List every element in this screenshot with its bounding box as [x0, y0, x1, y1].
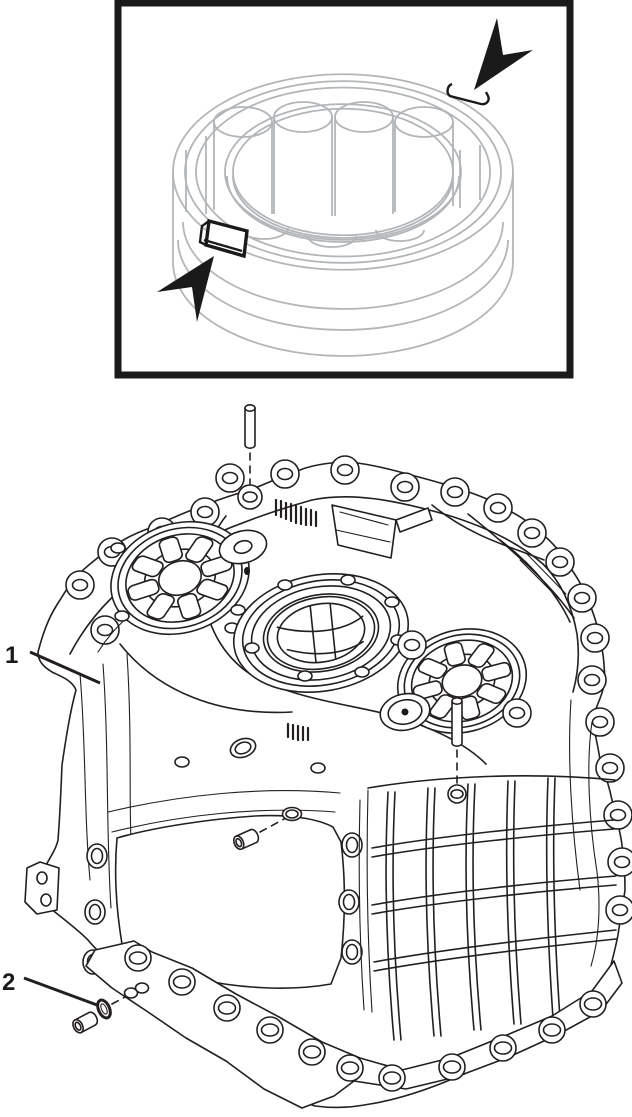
- oval-port: [229, 737, 257, 759]
- bearing-rollers: [185, 101, 481, 248]
- sealing-washer: [96, 998, 112, 1020]
- roller-bearing-illustration: [172, 74, 514, 357]
- bearing-retaining-tab-lower: [198, 218, 249, 259]
- dowel-pin-top: [244, 403, 256, 449]
- gear-teeth-hatch-upper: [274, 498, 318, 528]
- plug-hole-bottom: [134, 982, 150, 994]
- gear-teeth-hatch-lower: [286, 722, 310, 742]
- dowel-hole-right: [450, 788, 464, 799]
- round-boss-lower: [379, 692, 431, 732]
- callout-1-label: 1: [5, 642, 18, 669]
- callout-1-leader-line: [29, 650, 101, 685]
- alignment-line-middle-plug: [259, 817, 287, 833]
- callout-2-label: 2: [2, 969, 15, 996]
- case-bracket: [24, 861, 60, 915]
- dowel-hole-top: [242, 491, 258, 503]
- callout-2-leader-line: [23, 976, 98, 1007]
- plug-hole-middle: [285, 809, 299, 819]
- plug-bottom: [69, 1009, 101, 1036]
- alignment-line-bottom-plug: [111, 996, 126, 1005]
- dowel-pin-right: [451, 696, 463, 747]
- transmission-case-illustration: [24, 403, 632, 1109]
- bearing-retaining-tab-upper: [446, 82, 490, 106]
- bearing-upper-left: [96, 504, 264, 651]
- pointer-arrow-lower-left-icon: [157, 256, 214, 322]
- pointer-arrow-upper-right-icon: [474, 18, 533, 90]
- round-boss-upper: [218, 529, 268, 565]
- rib-grid: [358, 775, 617, 1041]
- central-bore: [224, 561, 417, 706]
